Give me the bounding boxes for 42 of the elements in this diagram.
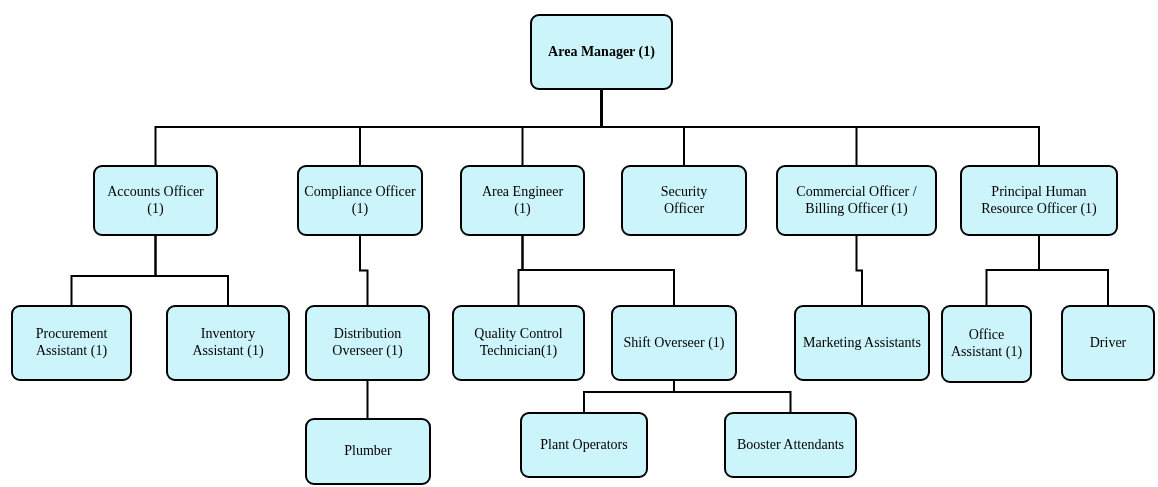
- role-title: Accounts Officer (1): [106, 183, 205, 218]
- org-box: [724, 412, 857, 478]
- org-box: [941, 305, 1032, 383]
- org-box: [452, 305, 585, 381]
- connector-line: [366, 380, 369, 419]
- connector-line: [359, 235, 369, 306]
- connector-line: [521, 235, 675, 306]
- org-box: [93, 165, 218, 236]
- role-title: Office Assistant (1): [949, 327, 1024, 361]
- org-box: [611, 305, 737, 381]
- connector-line: [154, 235, 229, 306]
- org-box: [776, 165, 937, 236]
- role-title: Plumber: [344, 443, 392, 460]
- org-box: [305, 418, 431, 485]
- role-title: Distribution Overseer (1): [331, 326, 404, 360]
- role-title: Plant Operators: [540, 436, 628, 454]
- org-box: [960, 165, 1118, 236]
- org-box: [166, 305, 290, 381]
- org-box: [305, 305, 430, 381]
- org-box: [1061, 305, 1155, 381]
- org-box: [530, 14, 673, 90]
- org-box: [297, 165, 423, 236]
- role-title: Area Manager (1): [548, 43, 655, 61]
- connector-line: [855, 235, 863, 306]
- role-title: Quality Control Technician(1): [473, 326, 564, 360]
- org-box: [621, 165, 747, 236]
- role-title: Marketing Assistants: [803, 334, 921, 352]
- role-title: Inventory Assistant (1): [191, 326, 265, 360]
- role-title: Commercial Officer / Billing Officer (1): [795, 183, 918, 218]
- role-title: Procurement Assistant (1): [34, 326, 109, 360]
- org-box: [460, 165, 585, 236]
- role-title: Booster Attendants: [737, 436, 844, 454]
- role-title: Shift Overseer (1): [623, 334, 725, 352]
- org-box: [11, 305, 132, 381]
- org-box: [794, 305, 930, 381]
- org-box: [520, 412, 648, 478]
- role-title: Principal Human Resource Officer (1): [980, 183, 1098, 218]
- role-title: Driver: [1089, 334, 1127, 352]
- connector-line: [1038, 235, 1109, 306]
- role-title: Area Engineer (1): [480, 183, 565, 218]
- role-title: Compliance Officer (1): [303, 183, 417, 218]
- role-title: Security Officer: [659, 183, 709, 218]
